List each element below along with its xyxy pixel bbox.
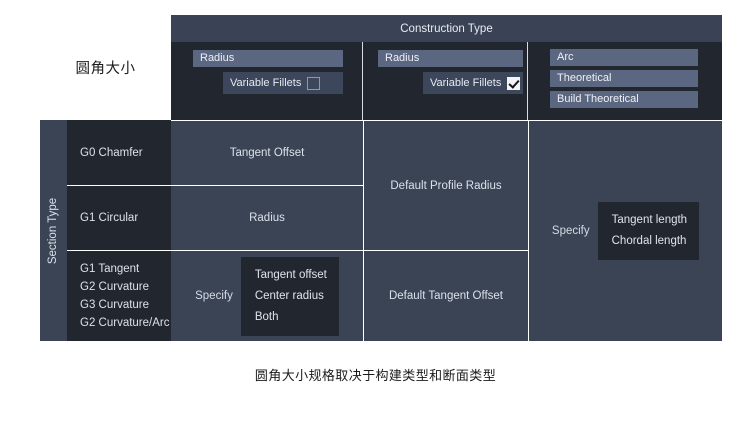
construction-type-header: Construction Type [171, 15, 722, 42]
specify-options-dropdown[interactable]: Tangent length Chordal length [597, 202, 700, 260]
variable-fillets-label: Variable Fillets [230, 77, 302, 89]
specify-options-dropdown[interactable]: Tangent offset Center radius Both [240, 256, 339, 336]
chip-arc[interactable]: Arc [550, 49, 698, 66]
variable-fillets-label: Variable Fillets [430, 77, 502, 89]
chip-radius[interactable]: Radius [193, 50, 343, 67]
chip-radius[interactable]: Radius [378, 50, 523, 67]
specify-label: Specify [195, 290, 233, 302]
construction-column-radius-variable: Radius Variable Fillets [362, 42, 527, 120]
chip-stack: Arc Theoretical Build Theoretical [550, 49, 698, 112]
section-type-label-column: G0 Chamfer G1 Circular G1 Tangent G2 Cur… [67, 120, 171, 341]
option-tangent-length[interactable]: Tangent length [611, 214, 688, 226]
construction-type-options-strip: Radius Variable Fillets Radius Variable … [171, 42, 722, 120]
section-row-g1-tangent-group: G1 Tangent G2 Curvature G3 Curvature G2 … [67, 250, 171, 341]
matrix-table: Construction Type Radius Variable Fillet… [171, 15, 722, 341]
cell-specify-tangent-offset-group: Specify Tangent offset Center radius Bot… [171, 250, 363, 341]
option-tangent-offset[interactable]: Tangent offset [254, 268, 327, 281]
specify-label: Specify [551, 225, 590, 237]
variable-fillets-control[interactable]: Variable Fillets [223, 72, 343, 94]
section-label-line: G1 Tangent [80, 263, 140, 275]
cell-tangent-offset: Tangent Offset [171, 120, 363, 185]
variable-fillets-checkbox-unchecked[interactable] [307, 76, 321, 90]
construction-column-arc-theoretical: Arc Theoretical Build Theoretical [527, 42, 722, 120]
variable-fillets-control[interactable]: Variable Fillets [423, 72, 523, 94]
section-label-line: G2 Curvature/Arc [80, 317, 170, 329]
section-label-line: G2 Curvature [80, 281, 150, 293]
option-center-radius[interactable]: Center radius [254, 289, 324, 302]
matrix-body: Tangent Offset Radius Specify Tangent of… [171, 120, 722, 341]
cell-specify-length-group: Specify Tangent length Chordal length [528, 120, 722, 341]
cell-default-tangent-offset: Default Tangent Offset [363, 250, 528, 341]
option-chordal-length[interactable]: Chordal length [611, 235, 687, 247]
section-label-line: G3 Curvature [80, 299, 150, 311]
chip-build-theoretical[interactable]: Build Theoretical [550, 91, 698, 108]
chip-theoretical[interactable]: Theoretical [550, 70, 698, 87]
specify-group: Specify Tangent offset Center radius Bot… [171, 256, 363, 336]
section-type-rail: Section Type [40, 120, 67, 341]
fillet-size-row-label: 圆角大小 [75, 61, 136, 77]
section-label-line: G0 Chamfer [80, 146, 143, 159]
section-row-g1-circular: G1 Circular [67, 185, 171, 250]
construction-column-radius-no-variable: Radius Variable Fillets [171, 42, 362, 120]
specify-group: Specify Tangent length Chordal length [529, 202, 722, 260]
cell-default-profile-radius: Default Profile Radius [363, 120, 528, 250]
option-both[interactable]: Both [254, 310, 279, 323]
variable-fillets-checkbox-checked[interactable] [507, 76, 521, 90]
section-type-rail-label: Section Type [47, 197, 60, 264]
figure-caption: 圆角大小规格取决于构建类型和断面类型 [254, 369, 497, 384]
section-label-line: G1 Circular [80, 212, 139, 224]
cell-radius: Radius [171, 185, 363, 250]
section-row-g0-chamfer: G0 Chamfer [67, 120, 171, 185]
